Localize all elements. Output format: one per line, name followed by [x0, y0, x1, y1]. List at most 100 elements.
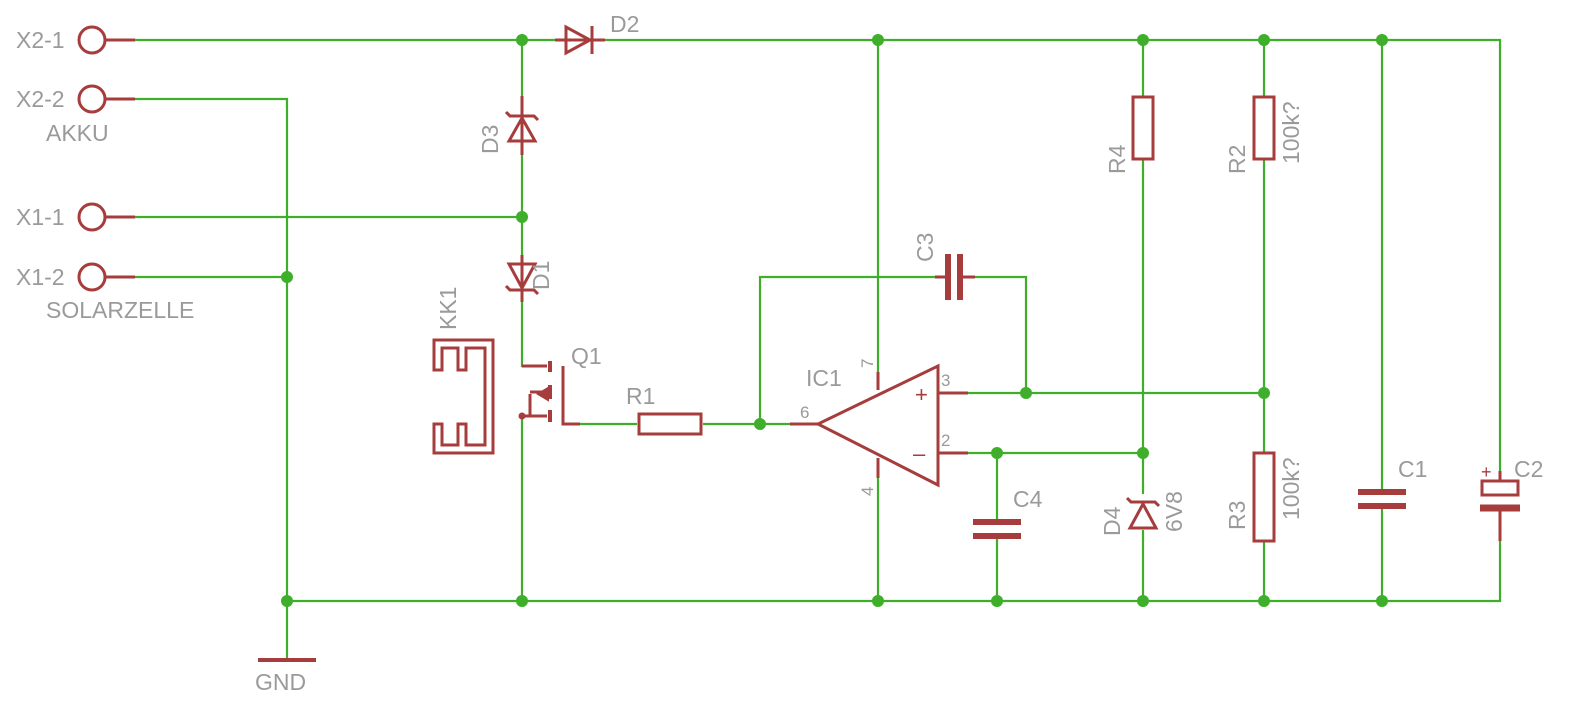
junction: [281, 595, 293, 607]
wire-bottom-rail: [287, 541, 1502, 603]
c4-plates: [973, 519, 1021, 539]
capacitor-c3[interactable]: [935, 254, 975, 300]
label-q1: Q1: [571, 343, 602, 369]
terminal-x2-1[interactable]: [77, 25, 107, 55]
label-c4: C4: [1013, 486, 1043, 512]
ic1-pin-leads: [790, 372, 968, 478]
label-c1: C1: [1398, 456, 1427, 482]
junction: [1258, 595, 1270, 607]
label-gnd: GND: [255, 669, 306, 695]
c2-plus-sign: +: [1481, 462, 1492, 482]
terminal-x2-2[interactable]: [77, 84, 107, 114]
junction: [1376, 34, 1388, 46]
d1-bar: [504, 284, 540, 296]
opamp-ic1[interactable]: [790, 363, 968, 488]
label-x2-2: X2-2: [16, 86, 65, 112]
r4-body: [1131, 95, 1155, 161]
kk1-outline: [432, 338, 495, 455]
label-d1: D1: [528, 261, 554, 290]
c2-plus-plate: [1480, 479, 1520, 497]
c3-plates: [945, 254, 963, 300]
junction: [516, 211, 528, 223]
resistor-r2[interactable]: [1252, 95, 1276, 161]
junction: [1137, 595, 1149, 607]
ic1-pin4: 4: [858, 487, 877, 496]
label-d2: D2: [610, 11, 639, 37]
d4-triangle: [1127, 500, 1159, 530]
mosfet-q1[interactable]: [518, 361, 581, 426]
diode-d2[interactable]: [555, 24, 605, 56]
c1-plates: [1358, 489, 1406, 509]
d1-triangle: [506, 262, 538, 292]
junction: [1376, 595, 1388, 607]
junction: [516, 595, 528, 607]
terminal-x1-2[interactable]: [77, 262, 107, 292]
junction: [1137, 447, 1149, 459]
label-x2-1: X2-1: [16, 27, 65, 53]
terminal-lead: [106, 38, 135, 279]
zener-d1[interactable]: [504, 255, 540, 302]
junction: [754, 418, 766, 430]
d4-bar: [1125, 496, 1161, 508]
junction: [1258, 34, 1270, 46]
wire-top-rail: [597, 38, 1502, 471]
label-akku: AKKU: [46, 120, 109, 146]
wire-d1-drain: [520, 298, 544, 368]
label-solarzelle: SOLARZELLE: [46, 297, 194, 323]
junction: [872, 595, 884, 607]
d3-triangle: [506, 114, 538, 143]
label-ic1: IC1: [806, 365, 842, 391]
label-d4-value: 6V8: [1161, 491, 1187, 532]
heatsink-kk1[interactable]: [432, 338, 495, 455]
zener-d4[interactable]: [1125, 496, 1161, 530]
r2-body: [1252, 95, 1276, 161]
resistor-r4[interactable]: [1131, 95, 1155, 161]
label-r4: R4: [1104, 144, 1130, 174]
r3-body: [1252, 451, 1276, 543]
label-kk1: KK1: [435, 287, 461, 330]
junction: [872, 34, 884, 46]
wire-source: [520, 414, 544, 601]
label-x1-1: X1-1: [16, 204, 65, 230]
label-d3: D3: [477, 125, 503, 154]
r1-body: [637, 412, 703, 436]
terminal-x1-1[interactable]: [77, 202, 107, 232]
wire-c3-left: [758, 275, 940, 424]
resistor-r3[interactable]: [1252, 451, 1276, 543]
ic1-pin7: 7: [858, 359, 877, 368]
label-r3-value: 100k?: [1278, 457, 1304, 520]
q1-gate: [561, 366, 580, 426]
capacitor-c4[interactable]: [973, 519, 1021, 539]
ic1-triangle: [814, 363, 940, 488]
label-d4: D4: [1099, 506, 1125, 536]
label-r1: R1: [626, 383, 655, 409]
junction: [1020, 387, 1032, 399]
junction: [1137, 34, 1149, 46]
capacitor-c1[interactable]: [1358, 489, 1406, 509]
ic1-plus: +: [915, 382, 928, 407]
label-c3: C3: [912, 233, 938, 262]
label-c2: C2: [1514, 456, 1543, 482]
connectors: [77, 25, 135, 292]
label-r2-value: 100k?: [1278, 101, 1304, 164]
wire-c3-right: [970, 275, 1028, 393]
q1-node: [518, 412, 526, 420]
label-r3: R3: [1224, 501, 1250, 530]
label-x1-2: X1-2: [16, 264, 65, 290]
wires: [107, 38, 1502, 660]
d2-triangle: [564, 24, 594, 56]
capacitor-c2[interactable]: +: [1480, 462, 1520, 541]
junction: [516, 34, 528, 46]
q1-arrow: [536, 386, 549, 402]
junction: [991, 595, 1003, 607]
zener-d3[interactable]: [504, 96, 540, 155]
ic1-pin6: 6: [800, 403, 809, 422]
ic1-pin2: 2: [941, 431, 950, 450]
resistor-r1[interactable]: [637, 412, 703, 436]
labels: X2-1 X2-2 AKKU X1-1 X1-2 SOLARZELLE D2 D…: [16, 11, 1543, 695]
ic1-pin3: 3: [941, 371, 950, 390]
wire-akku-minus: [107, 97, 289, 660]
d3-bar: [504, 110, 540, 122]
junctions: [281, 34, 1388, 607]
